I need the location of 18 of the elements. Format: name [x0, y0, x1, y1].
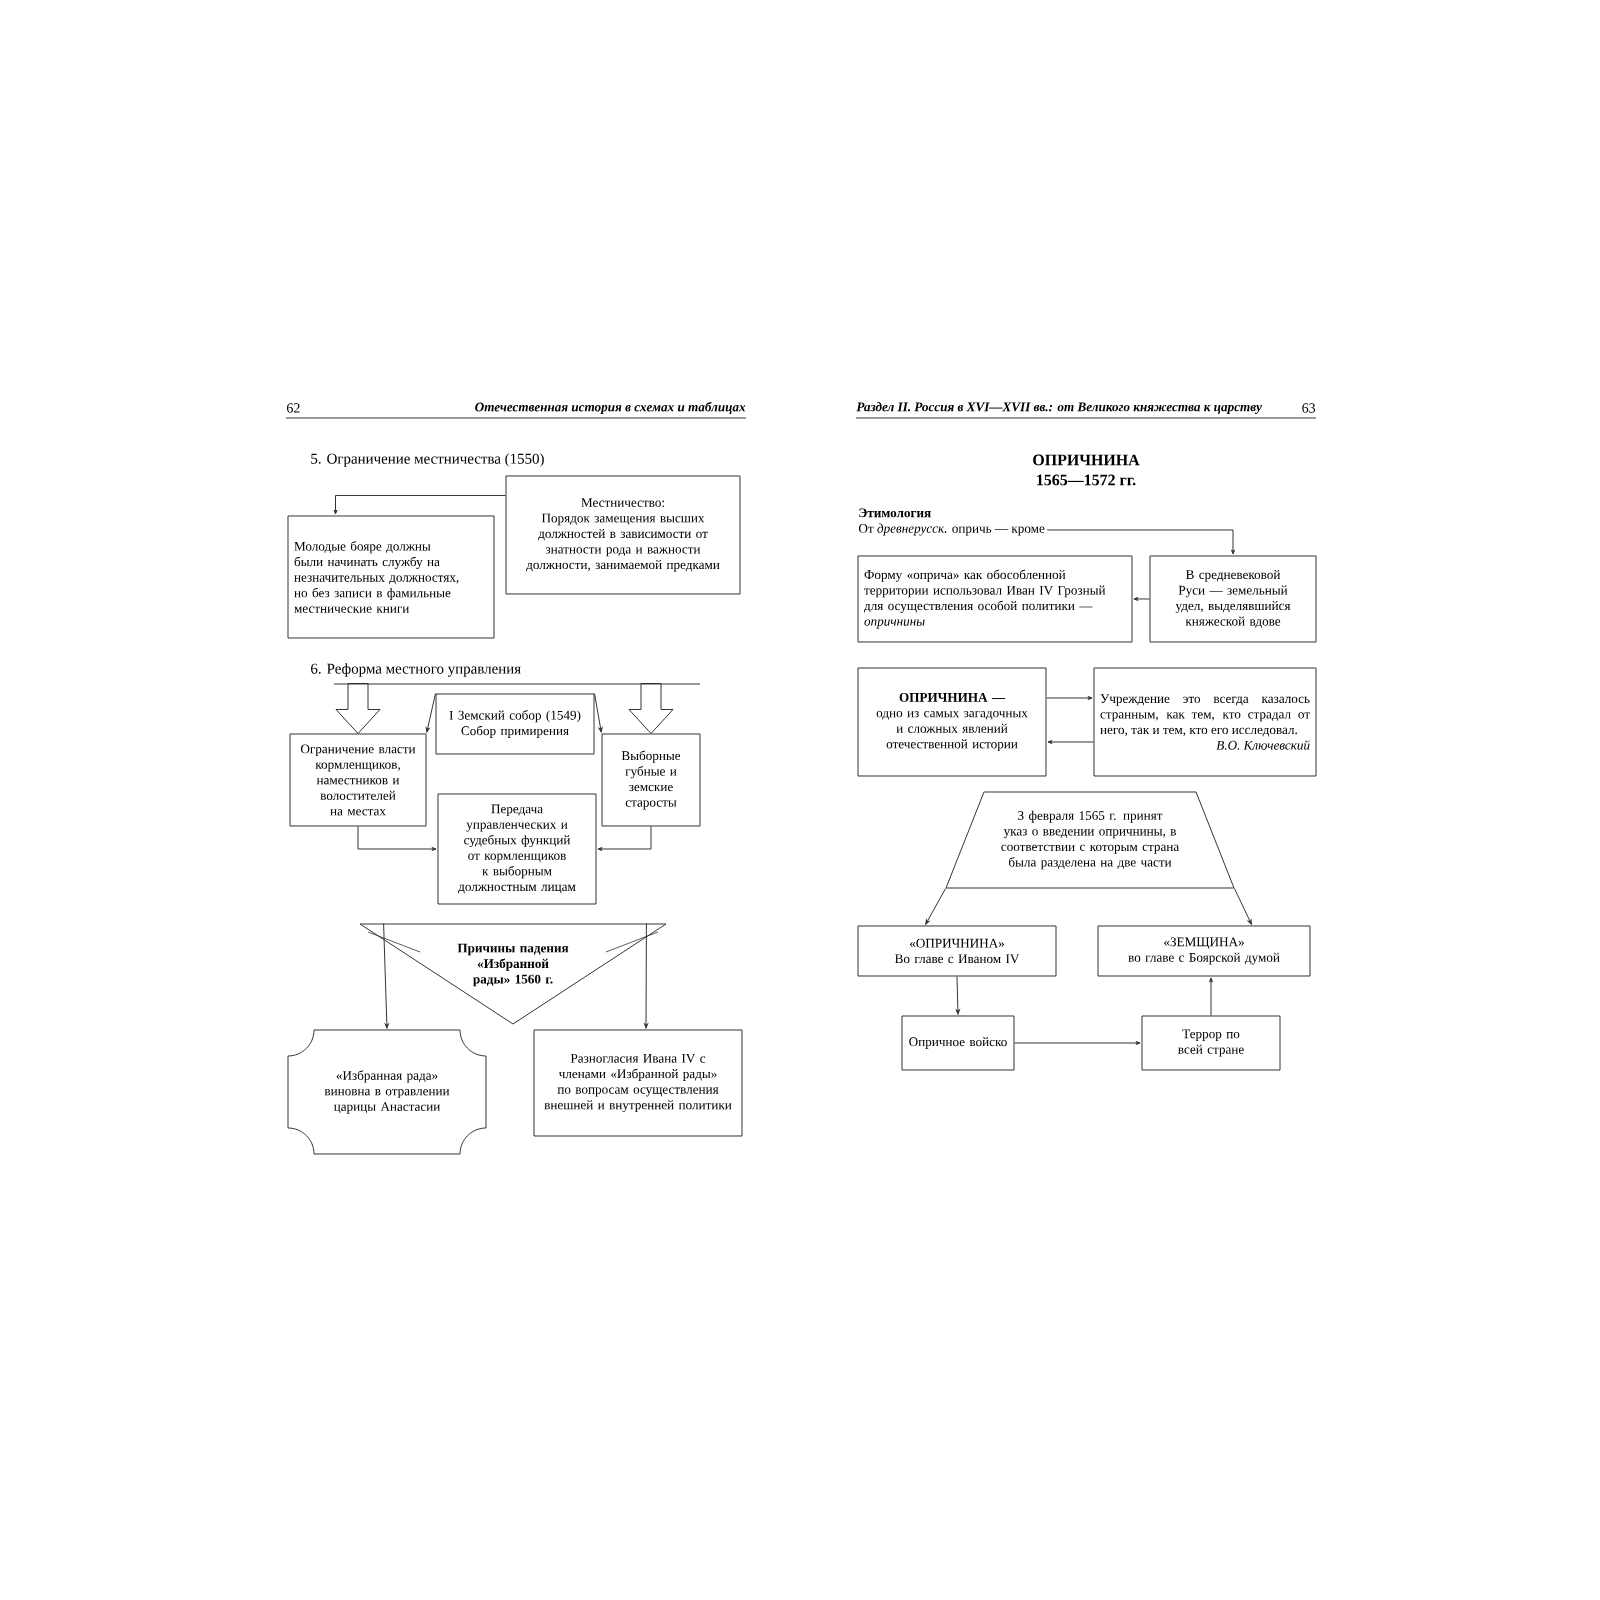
arrow: [594, 693, 603, 733]
arrow: [925, 887, 947, 925]
arrow: [644, 923, 648, 1029]
arrow: [1133, 597, 1150, 601]
arrow: [1233, 887, 1252, 925]
arrow: [1014, 1041, 1141, 1045]
arrow: [333, 495, 506, 515]
arrow: [597, 826, 652, 851]
arrow: [425, 693, 436, 733]
arrow: [1046, 696, 1093, 700]
block-arrow: [335, 683, 381, 734]
arrow: [1047, 740, 1094, 744]
arrow: [1209, 977, 1213, 1016]
arrow: [955, 976, 960, 1015]
block-arrow: [628, 683, 674, 734]
arrow: [357, 826, 437, 851]
arrow: [383, 923, 389, 1029]
arrow: [1046, 529, 1235, 555]
